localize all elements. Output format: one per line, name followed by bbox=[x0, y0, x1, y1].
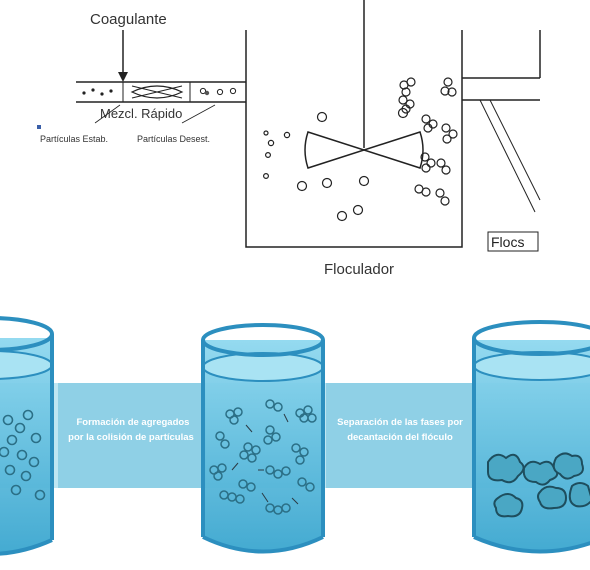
small-marker bbox=[37, 125, 41, 129]
coagulant-label: Coagulante bbox=[90, 11, 167, 28]
coagulant-arrow-icon bbox=[118, 30, 128, 82]
flocculator-label: Floculador bbox=[324, 261, 394, 278]
flocculator-particles bbox=[263, 107, 409, 222]
step1-caption-line1: Formación de agregados bbox=[77, 417, 190, 428]
destabilized-particles-label: Partículas Desest. bbox=[137, 134, 210, 144]
beaker-3 bbox=[472, 320, 590, 554]
step1-caption-line2: por la colisión de partículas bbox=[68, 432, 194, 443]
caption-band-1 bbox=[58, 383, 206, 488]
rapid-mix-pipe bbox=[76, 81, 246, 103]
step2-caption-line1: Separación de las fases por bbox=[337, 417, 463, 428]
flocculator-tank bbox=[245, 0, 541, 248]
flocs-label: Flocs bbox=[491, 234, 524, 250]
impeller-icon bbox=[304, 131, 424, 169]
flocs-label-box bbox=[487, 231, 539, 252]
top-process-diagram: Coagulante Mezcl. Rápido bbox=[37, 0, 541, 278]
beaker-1 bbox=[0, 316, 54, 556]
rapid-mix-label: Mezcl. Rápido bbox=[100, 106, 182, 121]
bottom-process-diagram: Formación de agregados por la colisión d… bbox=[0, 316, 590, 556]
floc-icon bbox=[398, 77, 458, 206]
caption-band-2 bbox=[326, 383, 476, 488]
stable-particles-label: Partículas Estab. bbox=[40, 134, 108, 144]
step2-caption-line2: decantación del flóculo bbox=[347, 432, 453, 443]
beaker-2 bbox=[201, 323, 325, 554]
